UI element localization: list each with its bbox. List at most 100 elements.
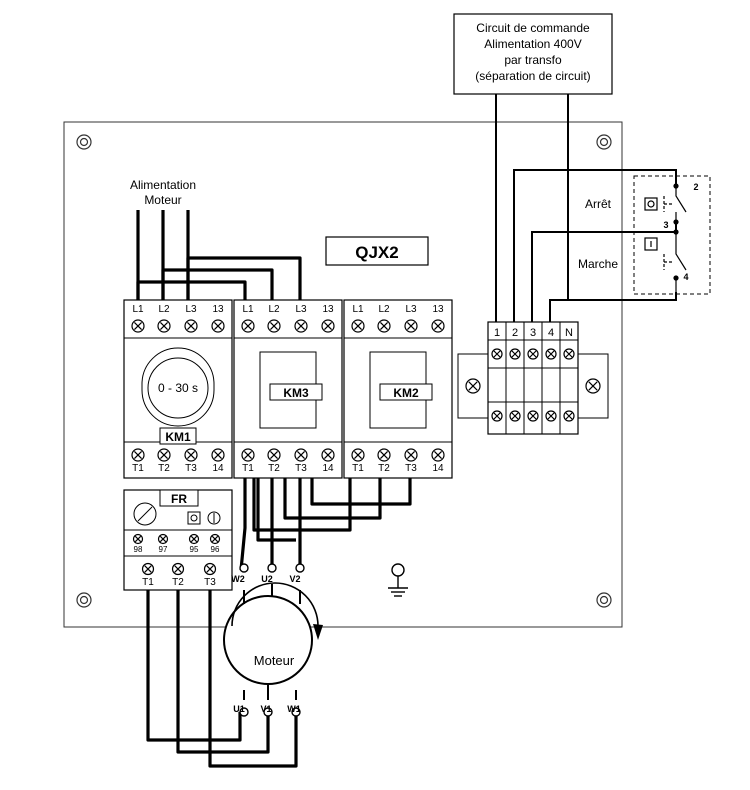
km2-top-l3: L3 xyxy=(405,304,417,315)
screw-slot-icon xyxy=(433,450,443,460)
command-box xyxy=(453,13,613,95)
km3-top-l2: L2 xyxy=(268,304,280,315)
screw-slot-icon xyxy=(406,450,416,460)
screw-slot-icon xyxy=(213,450,223,460)
km2-label: KM2 xyxy=(393,386,419,400)
screw-slot-icon xyxy=(493,350,501,358)
command-box-line1: Circuit de commande xyxy=(476,21,590,35)
km1-bot-t3: T3 xyxy=(185,463,197,474)
supply-label-line1: Alimentation xyxy=(130,178,196,192)
screw-slot-icon xyxy=(186,321,196,331)
motor-u2: U2 xyxy=(261,574,273,584)
km2-bot-14: 14 xyxy=(432,463,444,474)
start-button-icon xyxy=(644,229,687,292)
km1-bot-t2: T2 xyxy=(158,463,170,474)
screw-slot-icon xyxy=(206,565,214,573)
screw-slot-icon xyxy=(190,535,198,543)
strip-2: 2 xyxy=(512,327,518,339)
power-wiring xyxy=(136,210,412,768)
panel-title: QJX2 xyxy=(355,243,398,262)
switch-num-2: 2 xyxy=(693,182,698,192)
km2-bot-t2: T2 xyxy=(378,463,390,474)
screw-slot-icon xyxy=(133,450,143,460)
km3-top-l1: L1 xyxy=(242,304,254,315)
screw-slot-icon xyxy=(159,450,169,460)
km1-bot-14: 14 xyxy=(212,463,224,474)
screw-slot-icon xyxy=(511,412,519,420)
screw-slot-icon xyxy=(353,321,363,331)
fr-screws xyxy=(132,533,221,576)
km1-top-l2: L2 xyxy=(158,304,170,315)
motor-terminals xyxy=(239,563,305,717)
km1-bot-t1: T1 xyxy=(132,463,144,474)
screw-slot-icon xyxy=(433,321,443,331)
km2-bot-t1: T1 xyxy=(352,463,364,474)
switch-num-4: 4 xyxy=(683,272,688,282)
screw-slot-icon xyxy=(379,450,389,460)
fr-out-t3: T3 xyxy=(204,577,216,588)
km2-contactor: KM2 xyxy=(343,299,453,479)
fr-aux-98: 98 xyxy=(134,545,143,554)
screw-slot-icon xyxy=(211,535,219,543)
screw-slot-icon xyxy=(133,321,143,331)
screw-slot-icon xyxy=(323,450,333,460)
screw-slot-icon xyxy=(547,350,555,358)
motor-v2: V2 xyxy=(289,574,300,584)
screw-slot-icon xyxy=(144,565,152,573)
strip-4: 4 xyxy=(548,327,554,339)
strip-1: 1 xyxy=(494,327,500,339)
fr-aux-96: 96 xyxy=(211,545,220,554)
stop-button-icon xyxy=(644,183,687,225)
command-box-line3: par transfo xyxy=(504,53,562,67)
screw-slot-icon xyxy=(243,321,253,331)
fr-out-t1: T1 xyxy=(142,577,154,588)
supply-label-line2: Moteur xyxy=(144,193,181,207)
strip-n: N xyxy=(565,327,573,339)
km3-top-l3: L3 xyxy=(295,304,307,315)
screw-slot-icon xyxy=(406,321,416,331)
fr-label: FR xyxy=(171,492,187,506)
command-box-line2: Alimentation 400V xyxy=(484,37,581,51)
switch-num-3: 3 xyxy=(663,220,668,230)
screw-slot-icon xyxy=(511,350,519,358)
motor-w1: W1 xyxy=(287,704,301,714)
start-label: Marche xyxy=(578,257,618,271)
screw-slot-icon xyxy=(186,450,196,460)
km1-top-l3: L3 xyxy=(185,304,197,315)
screw-slot-icon xyxy=(353,450,363,460)
screw-slot-icon xyxy=(296,450,306,460)
km3-top-13: 13 xyxy=(322,304,334,315)
timer-label: 0 - 30 s xyxy=(158,381,198,395)
fr-out-t2: T2 xyxy=(172,577,184,588)
screw-slot-icon xyxy=(379,321,389,331)
screw-slot-icon xyxy=(493,412,501,420)
contactor-screws xyxy=(131,319,445,462)
strip-3: 3 xyxy=(530,327,536,339)
panel-title-box xyxy=(325,236,429,266)
screw-slot-icon xyxy=(565,350,573,358)
km1-top-13: 13 xyxy=(212,304,224,315)
km2-top-l1: L1 xyxy=(352,304,364,315)
screw-slot-icon xyxy=(529,350,537,358)
screw-slot-icon xyxy=(243,450,253,460)
motor-w2: W2 xyxy=(231,574,245,584)
contactor-terminals: L1 L2 L3 13 T1 T2 T3 14 L1 L2 L3 13 T1 T… xyxy=(132,304,444,474)
motor: Moteur xyxy=(223,582,323,700)
screw-slot-icon xyxy=(213,321,223,331)
fr-aux-95: 95 xyxy=(190,545,199,554)
screw-slot-icon xyxy=(159,321,169,331)
screw-slot-icon xyxy=(323,321,333,331)
km3-bot-t1: T1 xyxy=(242,463,254,474)
screw-slot-icon xyxy=(159,535,167,543)
km1-top-l1: L1 xyxy=(132,304,144,315)
motor-v1: V1 xyxy=(260,704,271,714)
screw-slot-icon xyxy=(134,535,142,543)
screw-slot-icon xyxy=(296,321,306,331)
strip-screws xyxy=(465,348,601,422)
km2-bot-t3: T3 xyxy=(405,463,417,474)
screw-slot-icon xyxy=(565,412,573,420)
pushbutton-station xyxy=(633,175,711,295)
km3-bot-14: 14 xyxy=(322,463,334,474)
motor-label: Moteur xyxy=(254,653,295,668)
km3-bot-t2: T2 xyxy=(268,463,280,474)
